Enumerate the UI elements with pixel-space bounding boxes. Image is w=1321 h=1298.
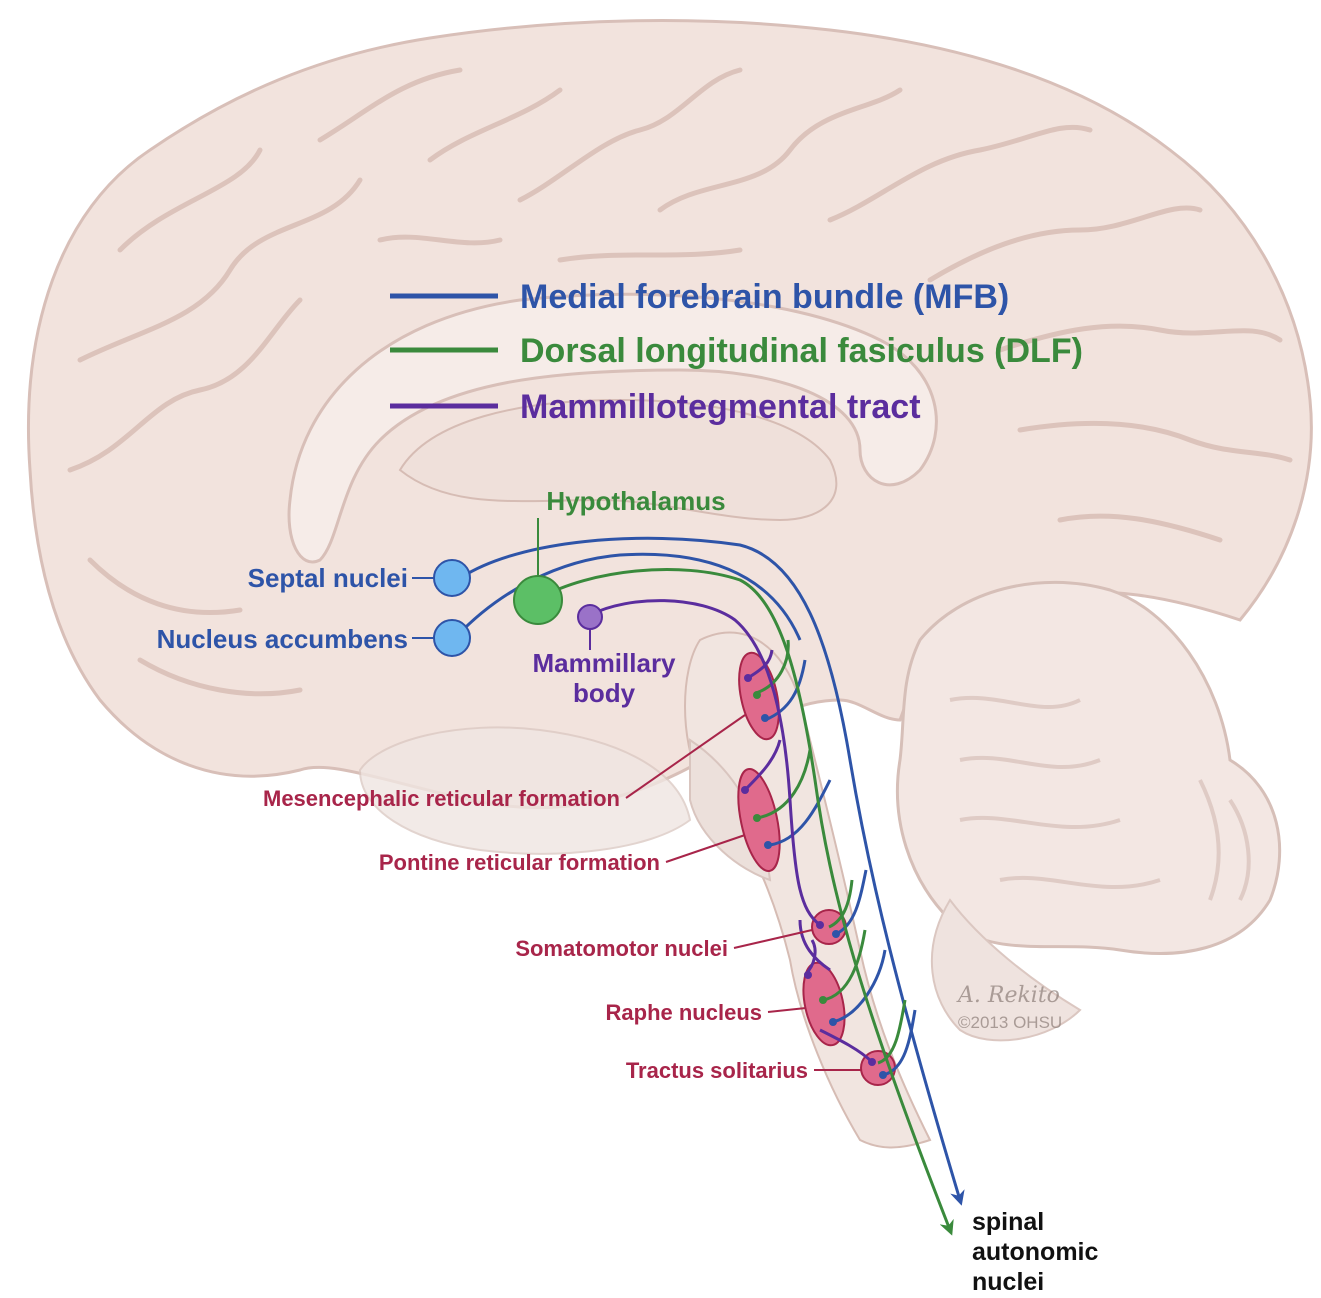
tractus-solitarius-label: Tractus solitarius — [626, 1058, 808, 1083]
spinal-autonomic-nuclei-label-line1: spinal — [972, 1208, 1044, 1236]
mammillary-body-label-line2: body — [573, 678, 636, 708]
mammillary-body-label-line1: Mammillary — [532, 648, 676, 678]
hypothalamus-label: Hypothalamus — [546, 486, 725, 516]
signature-name: A. Rekito — [956, 983, 1060, 1008]
septal-nuclei-label: Septal nuclei — [248, 563, 408, 593]
septal-nuclei-dot — [434, 560, 470, 596]
mesencephalic-reticular-formation-label: Mesencephalic reticular formation — [263, 786, 620, 811]
artist-signature: A. Rekito ©2013 OHSU — [956, 983, 1062, 1032]
legend-mtt-label: Mammillotegmental tract — [520, 388, 921, 426]
legend-dlf-label: Dorsal longitudinal fasiculus (DLF) — [520, 332, 1083, 370]
somatomotor-nuclei-label: Somatomotor nuclei — [515, 936, 728, 961]
spinal-autonomic-nuclei-label-line3: nuclei — [972, 1268, 1044, 1296]
pontine-reticular-formation-label: Pontine reticular formation — [379, 850, 660, 875]
cerebral-hemisphere — [29, 21, 1312, 1148]
hypothalamus-dot — [514, 576, 562, 624]
raphe-nucleus-label: Raphe nucleus — [606, 1000, 762, 1025]
legend-mfb-label: Medial forebrain bundle (MFB) — [520, 278, 1009, 316]
nucleus-accumbens-label: Nucleus accumbens — [157, 624, 408, 654]
signature-copyright: ©2013 OHSU — [958, 1013, 1062, 1032]
nucleus-accumbens-dot — [434, 620, 470, 656]
spinal-autonomic-nuclei-label-line2: autonomic — [972, 1238, 1098, 1266]
mammillary-body-dot — [578, 605, 602, 629]
cerebellum — [897, 582, 1279, 1040]
